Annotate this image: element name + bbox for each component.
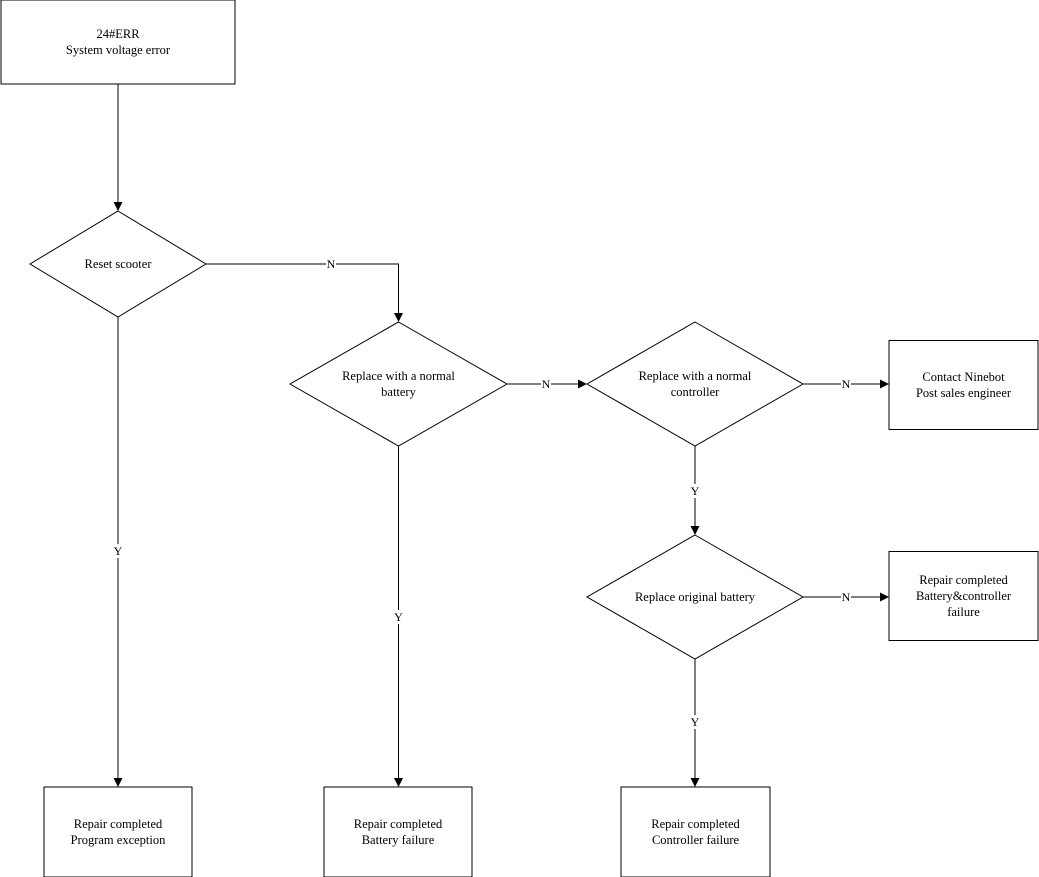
battery-no-label: N xyxy=(541,377,551,391)
label-background xyxy=(690,484,700,498)
program-process-box xyxy=(43,786,193,877)
controller-node: Replace with a normal controller xyxy=(585,321,805,447)
edge-label-text: Y xyxy=(394,610,403,624)
original-node: Replace original battery xyxy=(585,534,805,660)
edge-labels: N Y N Y N Y N Y xyxy=(113,257,851,729)
start-text-line: 24#ERR xyxy=(96,27,140,41)
edge-label-text: Y xyxy=(691,715,700,729)
controller-failure-process-box xyxy=(620,786,771,877)
bc-failure-text-line: Battery&controller xyxy=(916,589,1012,603)
reset-no-line xyxy=(206,263,399,313)
controller-no-label: N xyxy=(841,377,851,391)
arrow-head-icon xyxy=(578,379,587,389)
arrow-head-icon xyxy=(690,526,700,535)
controller-text-line: controller xyxy=(671,385,720,399)
label-background xyxy=(841,590,851,604)
battery-text-line: Replace with a normal xyxy=(342,369,455,383)
battery-text-line: battery xyxy=(381,385,416,399)
bc-failure-process-box xyxy=(888,551,1039,641)
edge-label-text: N xyxy=(327,257,336,271)
edge-label-text: N xyxy=(542,377,551,391)
arrow-head-icon xyxy=(880,592,889,602)
battery-failure-text-line: Repair completed xyxy=(354,817,443,831)
controller-failure-text-line: Controller failure xyxy=(652,833,740,847)
reset-no-label: N xyxy=(326,257,336,271)
arrow-head-icon xyxy=(113,778,123,787)
edge-label-text: Y xyxy=(114,544,123,558)
arrow-head-icon xyxy=(394,778,403,787)
label-background xyxy=(841,377,851,391)
arrow-head-icon xyxy=(690,778,700,787)
controller-failure-text-line: Repair completed xyxy=(651,817,740,831)
bc-failure-text-line: failure xyxy=(947,605,980,619)
edge-label-text: N xyxy=(842,590,851,604)
original-no-label: N xyxy=(841,590,851,604)
arrow-head-icon xyxy=(113,202,123,211)
battery-failure-process-box xyxy=(323,786,473,877)
battery-node: Replace with a normal battery xyxy=(288,321,509,447)
label-background xyxy=(113,544,123,558)
label-background xyxy=(393,610,404,624)
arrow-head-icon xyxy=(394,313,403,322)
contact-process-box xyxy=(888,340,1039,430)
reset-yes-label: Y xyxy=(113,544,123,558)
program-text-line: Program exception xyxy=(71,833,167,847)
program-text-line: Repair completed xyxy=(74,817,163,831)
contact-text-line: Contact Ninebot xyxy=(922,370,1005,384)
start-to-reset-connector xyxy=(113,84,123,211)
reset-text-line: Reset scooter xyxy=(85,257,153,271)
battery-yes-label: Y xyxy=(393,610,404,624)
start-node: 24#ERR System voltage error xyxy=(0,0,236,85)
battery-failure-text-line: Battery failure xyxy=(362,833,435,847)
reset-node: Reset scooter xyxy=(29,210,207,318)
bc-failure-text-line: Repair completed xyxy=(919,573,1008,587)
reset-no-connector xyxy=(206,263,403,322)
reset-decision-diamond xyxy=(29,210,207,318)
edge-label-text: N xyxy=(842,377,851,391)
battery-decision-diamond xyxy=(288,321,509,447)
controller-yes-label: Y xyxy=(690,484,700,498)
connectors xyxy=(113,84,889,787)
label-background xyxy=(326,257,336,271)
label-background xyxy=(690,715,700,729)
controller-text-line: Replace with a normal xyxy=(639,369,752,383)
start-process-box xyxy=(0,0,236,85)
contact-text-line: Post sales engineer xyxy=(916,386,1012,400)
original-yes-label: Y xyxy=(690,715,700,729)
label-background xyxy=(541,377,551,391)
edge-label-text: Y xyxy=(691,484,700,498)
original-text-line: Replace original battery xyxy=(635,590,756,604)
controller-decision-diamond xyxy=(585,321,805,447)
original-decision-diamond xyxy=(585,534,805,660)
start-text-line: System voltage error xyxy=(66,43,171,57)
arrow-head-icon xyxy=(880,379,889,389)
